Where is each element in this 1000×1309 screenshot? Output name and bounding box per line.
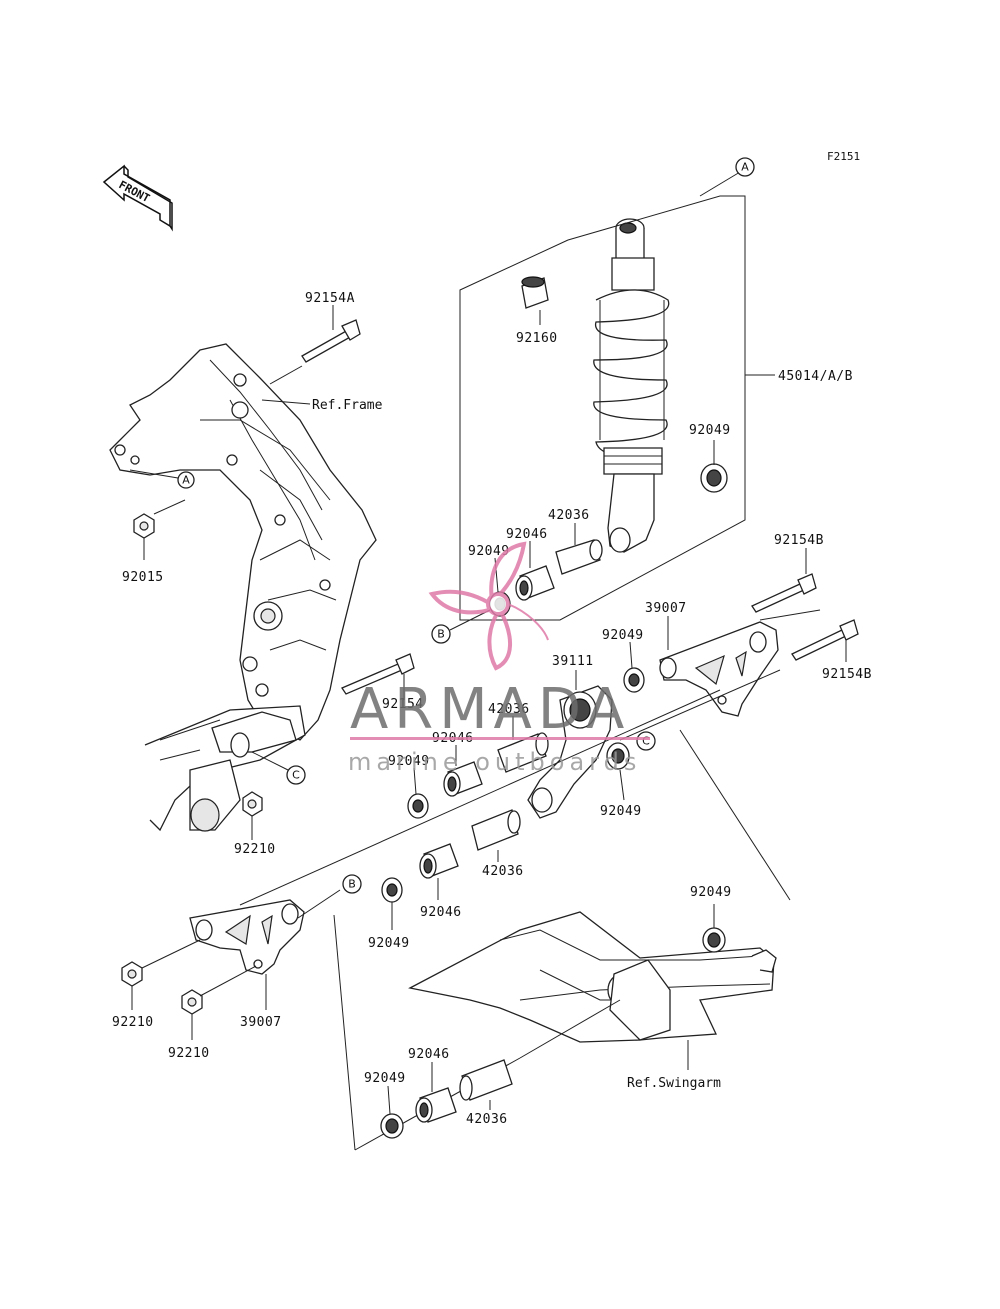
label-92210-left: 92210 [234, 842, 276, 857]
label-42036-shock: 42036 [548, 508, 590, 523]
callout-a-left-text: A [182, 474, 190, 487]
bolt-92154B-right-icon [791, 619, 859, 661]
label-92049-bottom: 92049 [364, 1071, 406, 1086]
tie-rod-39007-top-icon [659, 621, 779, 717]
label-ref-swingarm: Ref.Swingarm [627, 1076, 721, 1091]
bolt-92154-icon [341, 653, 415, 695]
callout-a-top [735, 157, 755, 177]
watermark: ARMADA marine outboards [348, 541, 650, 776]
shock-absorber-drawing [593, 218, 670, 553]
washer-92049-swing-icon [702, 927, 726, 953]
label-92210-b: 92210 [168, 1046, 210, 1061]
label-39007-low: 39007 [240, 1015, 282, 1030]
label-92049-low: 92049 [368, 936, 410, 951]
washer-92049-top-icon [623, 667, 645, 693]
callout-c-right [636, 731, 656, 751]
callout-b-top [431, 624, 451, 644]
nut-92015-icon [133, 513, 155, 539]
label-92046-low: 92046 [420, 905, 462, 920]
frame-drawing [109, 343, 377, 832]
bearing-92046-low-icon [419, 843, 459, 879]
collar-42036-low-icon [471, 809, 521, 851]
washer-92049-bottom-icon [380, 1113, 404, 1139]
label-92049-top: 92049 [602, 628, 644, 643]
label-92160: 92160 [516, 331, 558, 346]
label-42036-mid: 42036 [488, 702, 530, 717]
figure-code: F2151 [827, 150, 860, 163]
label-42036-low: 42036 [482, 864, 524, 879]
label-39111: 39111 [552, 654, 594, 669]
callout-a-top-text: A [741, 161, 749, 174]
nut-92210-b-icon [181, 989, 203, 1015]
nut-92210-left-icon [242, 791, 263, 817]
washer-92049-mid-icon [407, 793, 429, 819]
watermark-brand: ARMADA [350, 677, 630, 742]
washer-92049-shock-icon [700, 463, 728, 493]
callout-c-right-text: C [642, 735, 650, 748]
watermark-underline [350, 737, 650, 740]
label-ref-frame: Ref.Frame [312, 398, 383, 413]
collar-42036-shock-icon [555, 539, 603, 575]
nut-92210-a-icon [121, 961, 143, 987]
label-42036-bottom: 42036 [466, 1112, 508, 1127]
callout-b-low-text: B [348, 878, 356, 891]
label-92049-swing: 92049 [690, 885, 732, 900]
rocker-arm-39111-icon [527, 685, 613, 819]
label-92049-shock: 92049 [689, 423, 731, 438]
label-92210-a: 92210 [112, 1015, 154, 1030]
bolt-92154A-icon [301, 319, 361, 363]
washer-92049-low-icon [381, 877, 403, 903]
label-92046-bottom: 92046 [408, 1047, 450, 1062]
swingarm-drawing [408, 911, 777, 1043]
watermark-tagline: marine outboards [348, 748, 641, 776]
callout-c-left-text: C [292, 769, 300, 782]
collar-92160-icon [521, 276, 549, 309]
label-92049-rightmid: 92049 [600, 804, 642, 819]
label-92154: 92154 [382, 697, 424, 712]
washer-92049-rightmid-icon [606, 742, 630, 770]
collar-42036-bottom-icon [459, 1059, 513, 1101]
callout-c-left [286, 765, 306, 785]
label-92049-mid: 92049 [388, 754, 430, 769]
label-92154B-right: 92154B [822, 667, 872, 682]
front-arrow-icon: FRONT [102, 164, 173, 232]
callout-b-top-text: B [437, 628, 445, 641]
watermark-propeller-icon [428, 541, 549, 671]
bearing-92046-bottom-icon [415, 1087, 457, 1123]
callout-a-left [177, 471, 195, 489]
label-92154A: 92154A [305, 291, 355, 306]
label-92046-shock: 92046 [506, 527, 548, 542]
label-92015: 92015 [122, 570, 164, 585]
label-45014: 45014/A/B [778, 369, 853, 384]
bearing-92046-shock-icon [515, 565, 555, 601]
label-92154B-top: 92154B [774, 533, 824, 548]
label-39007-top: 39007 [645, 601, 687, 616]
label-92049-left: 92049 [468, 544, 510, 559]
tie-rod-39007-low-icon [189, 899, 305, 975]
bearing-92046-mid-icon [443, 761, 483, 797]
callout-b-low [342, 874, 362, 894]
bolt-92154B-top-icon [751, 573, 817, 613]
